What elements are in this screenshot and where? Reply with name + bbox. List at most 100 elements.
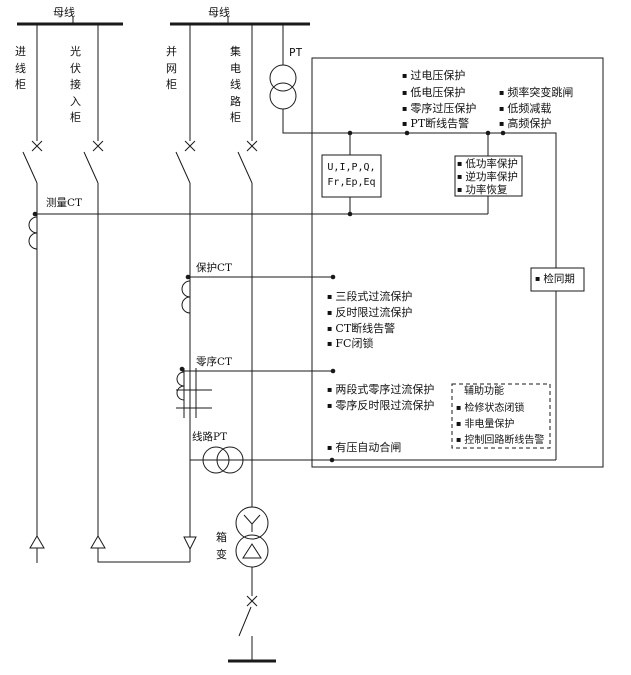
overcurrent-protection-item: ▪三段式过流保护: [327, 290, 412, 303]
protect-ct-label: 保护CT: [196, 262, 233, 274]
sync-check-label: ▪检同期: [535, 273, 575, 285]
item-label: 反时限过流保护: [335, 306, 413, 319]
item-label: 控制回路断线告警: [464, 435, 545, 446]
feeder-grid-line: [175, 24, 212, 562]
frequency-protection-item: ▪高频保护: [499, 117, 551, 130]
voltage-protection-item: ▪过电压保护: [402, 69, 465, 82]
bullet-icon: ▪: [457, 185, 463, 194]
bullet-icon: ▪: [402, 71, 408, 80]
feeder-pv-line: [83, 24, 190, 563]
pt-symbol: [269, 82, 297, 110]
bullet-icon: ▪: [327, 385, 333, 394]
bullet-icon: ▪: [327, 443, 333, 452]
item-label: PT断线告警: [410, 117, 470, 130]
junction-dots: [32, 130, 506, 463]
frequency-protection-item: ▪低频减载: [499, 102, 551, 115]
feeder-grid-label: 并网柜: [166, 45, 177, 91]
power-protection-item: ▪低功率保护: [457, 158, 518, 170]
box-transformer-symbol: [228, 506, 276, 663]
measurement-values-line2: Fr,Ep,Eq: [327, 177, 376, 188]
line-pt-symbol: [216, 446, 244, 474]
zero-seq-protection-item: ▪零序反时限过流保护: [327, 399, 434, 412]
bullet-icon: ▪: [402, 88, 408, 97]
measure-ct-label: 测量CT: [46, 197, 83, 209]
connector-down-arrow-icon: [183, 536, 197, 551]
pt-branch: [269, 24, 557, 460]
line-pt-symbol: [202, 446, 230, 474]
pt-label: PT: [289, 46, 303, 59]
voltage-protection-item: ▪PT断线告警: [402, 117, 469, 130]
feeder-collector-label: 集电线路柜: [230, 45, 241, 124]
item-label: 高频保护: [507, 117, 552, 130]
bullet-icon: ▪: [327, 308, 333, 317]
feeder-incoming-line: [22, 24, 45, 563]
aux-function-item: ▪非电量保护: [456, 418, 514, 431]
bullet-icon: ▪: [535, 274, 541, 283]
overcurrent-protection-item: ▪FC闭锁: [327, 337, 373, 350]
item-label: 两段式零序过流保护: [335, 383, 435, 396]
bullet-icon: ▪: [327, 292, 333, 301]
sync-check-box: [530, 267, 585, 292]
bullet-icon: ▪: [499, 88, 505, 97]
item-label: 低频减载: [507, 102, 552, 115]
box-transformer-label: 箱变: [216, 531, 227, 561]
protect-ct-symbol: [181, 280, 191, 314]
connector-up-arrow-icon: [90, 535, 106, 549]
bullet-icon: ▪: [499, 119, 505, 128]
item-label: 功率恢复: [465, 184, 508, 196]
auto-reclose-label: ▪有压自动合闸: [327, 441, 401, 454]
item-label: 有压自动合闸: [335, 441, 402, 454]
feeder-collector-line: [237, 24, 258, 507]
measurement-values-line1: U,I,P,Q,: [327, 162, 376, 173]
bullet-icon: ▪: [457, 159, 463, 168]
voltage-protection-item: ▪零序过压保护: [402, 102, 476, 115]
measure-ct-symbol: [28, 216, 38, 250]
item-label: 过电压保护: [410, 69, 466, 82]
busbar-left: [17, 17, 123, 26]
busbar-right: [170, 17, 310, 26]
item-label: 三段式过流保护: [335, 290, 413, 303]
voltage-protection-item: ▪低电压保护: [402, 86, 465, 99]
bullet-icon: ▪: [499, 104, 505, 113]
item-label: 零序过压保护: [410, 102, 477, 115]
bullet-icon: ▪: [327, 339, 333, 348]
item-label: 低功率保护: [465, 158, 518, 170]
item-label: 逆功率保护: [465, 171, 518, 183]
zero-ct-label: 零序CT: [196, 356, 233, 368]
power-protection-item: ▪逆功率保护: [457, 171, 518, 183]
item-label: 零序反时限过流保护: [335, 399, 435, 412]
bullet-icon: ▪: [327, 324, 333, 333]
feeder-incoming-label: 进线柜: [15, 45, 26, 91]
overcurrent-protection-item: ▪反时限过流保护: [327, 306, 412, 319]
item-label: 检同期: [543, 273, 575, 285]
connector-up-arrow-icon: [29, 535, 45, 549]
busbar-right-label: 母线: [208, 6, 230, 19]
power-protection-item: ▪功率恢复: [457, 184, 507, 196]
measurement-values-box: [321, 154, 382, 198]
line-pt-label: 线路PT: [192, 431, 228, 443]
feeder-pv-label: 光伏接入柜: [70, 45, 81, 124]
bullet-icon: ▪: [457, 172, 463, 181]
aux-function-item: ▪控制回路断线告警: [456, 434, 544, 447]
bullet-icon: ▪: [456, 435, 462, 444]
line-pt-branch: [190, 446, 556, 474]
bullet-icon: ▪: [327, 401, 333, 410]
bullet-icon: ▪: [456, 419, 462, 428]
item-label: CT断线告警: [335, 322, 396, 335]
wye-winding-icon: [243, 514, 261, 532]
protection-device-outline: [311, 57, 604, 468]
item-label: 检修状态闭锁: [464, 403, 525, 414]
frequency-protection-item: ▪频率突变跳闸: [499, 86, 573, 99]
measurement-tap-line: [35, 133, 489, 215]
item-label: FC闭锁: [335, 337, 374, 350]
zero-ct-symbol: [176, 368, 212, 418]
busbar-left-label: 母线: [53, 6, 75, 19]
aux-functions-box: [451, 383, 551, 449]
item-label: 频率突变跳闸: [507, 86, 574, 99]
bullet-icon: ▪: [402, 119, 408, 128]
aux-functions-title: 辅助功能: [464, 386, 504, 397]
power-protection-box: [454, 155, 523, 197]
aux-function-item: ▪检修状态闭锁: [456, 402, 524, 415]
